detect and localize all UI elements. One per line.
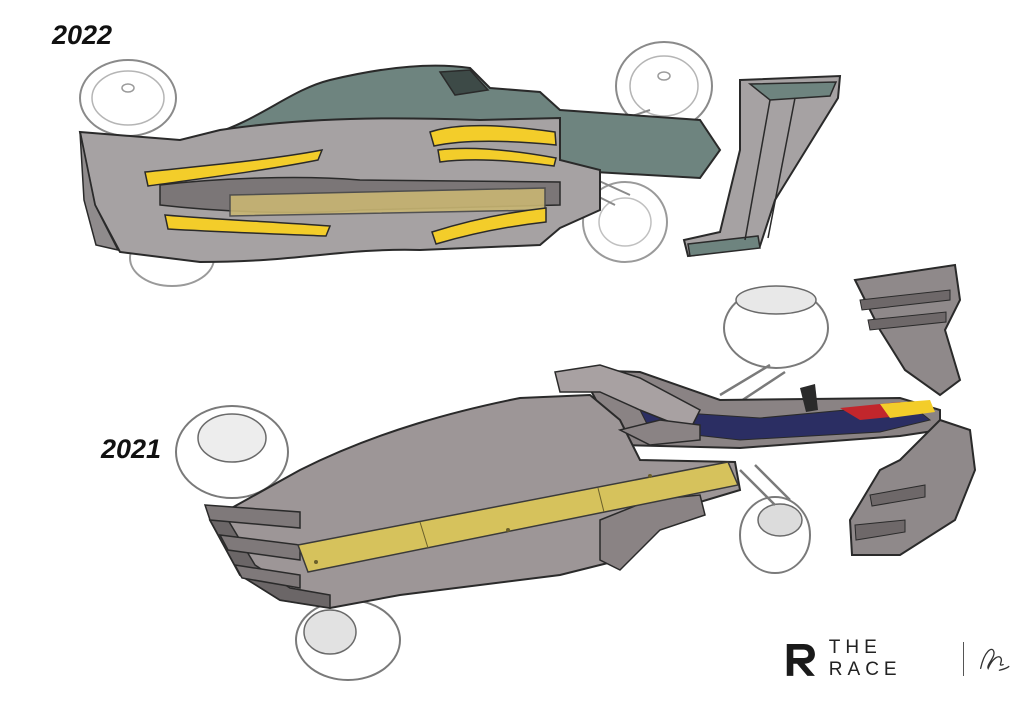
car-2021-suspension <box>719 363 791 506</box>
car-2022-tyre-front-left <box>582 181 668 263</box>
car-2022-underside <box>78 41 842 287</box>
car-2022-tyre-front-right <box>615 41 713 131</box>
car-2021-front-wing <box>848 263 977 556</box>
car-2021-underside <box>175 263 977 681</box>
car-2022-front-wing <box>682 74 842 258</box>
car-2021-tyre-rear-left <box>175 405 289 499</box>
brand-name: THE RACE <box>828 637 902 680</box>
artist-signature-icon <box>980 648 1010 671</box>
brand-watermark: THE RACE <box>783 635 1013 683</box>
car-2021-bargeboards <box>599 419 706 571</box>
year-label-2021: 2021 <box>101 434 162 464</box>
car-2021-tyre-rear-right <box>295 599 401 681</box>
car-2021-tyre-front-left <box>739 496 811 574</box>
car-2022-venturi-highlights <box>144 124 557 245</box>
year-label-2022: 2022 <box>52 20 113 50</box>
brand-divider <box>962 642 964 676</box>
the-race-r-logo-icon <box>786 643 815 676</box>
car-2022-tyre-rear-left <box>79 59 177 137</box>
car-2021-diffuser <box>203 504 301 589</box>
car-2021-plank <box>296 461 740 573</box>
car-2021-tyre-front-right <box>723 285 829 369</box>
